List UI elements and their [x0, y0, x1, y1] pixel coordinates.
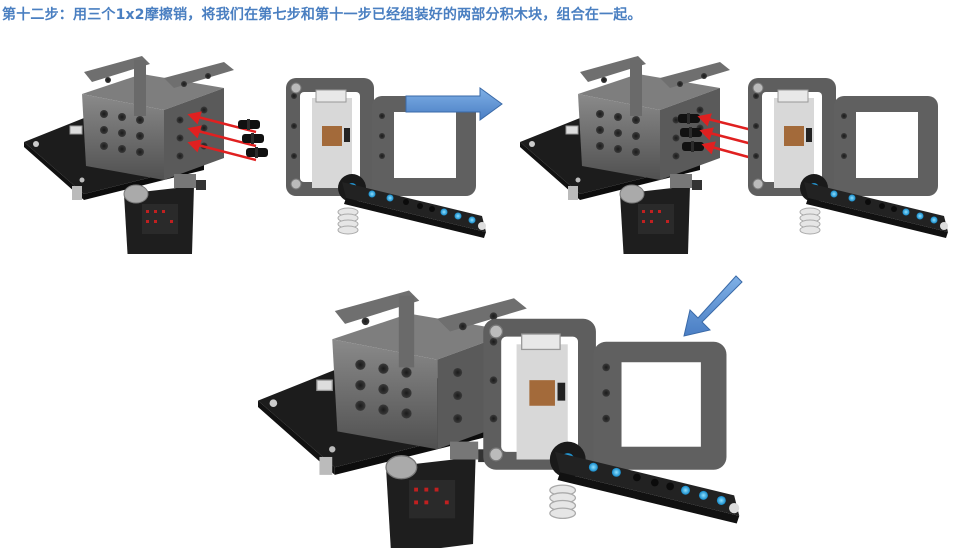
- step-eleven-assembly: [747, 77, 949, 239]
- friction-pin-icon: [238, 119, 268, 158]
- red-arrows: [697, 113, 753, 160]
- down-left-arrow-icon: [678, 270, 744, 340]
- step-seven-assembly: [24, 55, 235, 254]
- step-eleven-assembly: [482, 318, 740, 525]
- scene-pins-inserted: [520, 54, 958, 254]
- scene-combined-assembly: [258, 288, 758, 548]
- step-seven-assembly: [520, 55, 731, 254]
- step-title: 第十二步：用三个1x2摩擦销，将我们在第七步和第十一步已经组装好的两部分积木块，…: [2, 7, 642, 23]
- scene-before-assembly: [24, 54, 504, 254]
- red-arrows: [187, 111, 257, 162]
- right-arrow-icon: [404, 86, 504, 122]
